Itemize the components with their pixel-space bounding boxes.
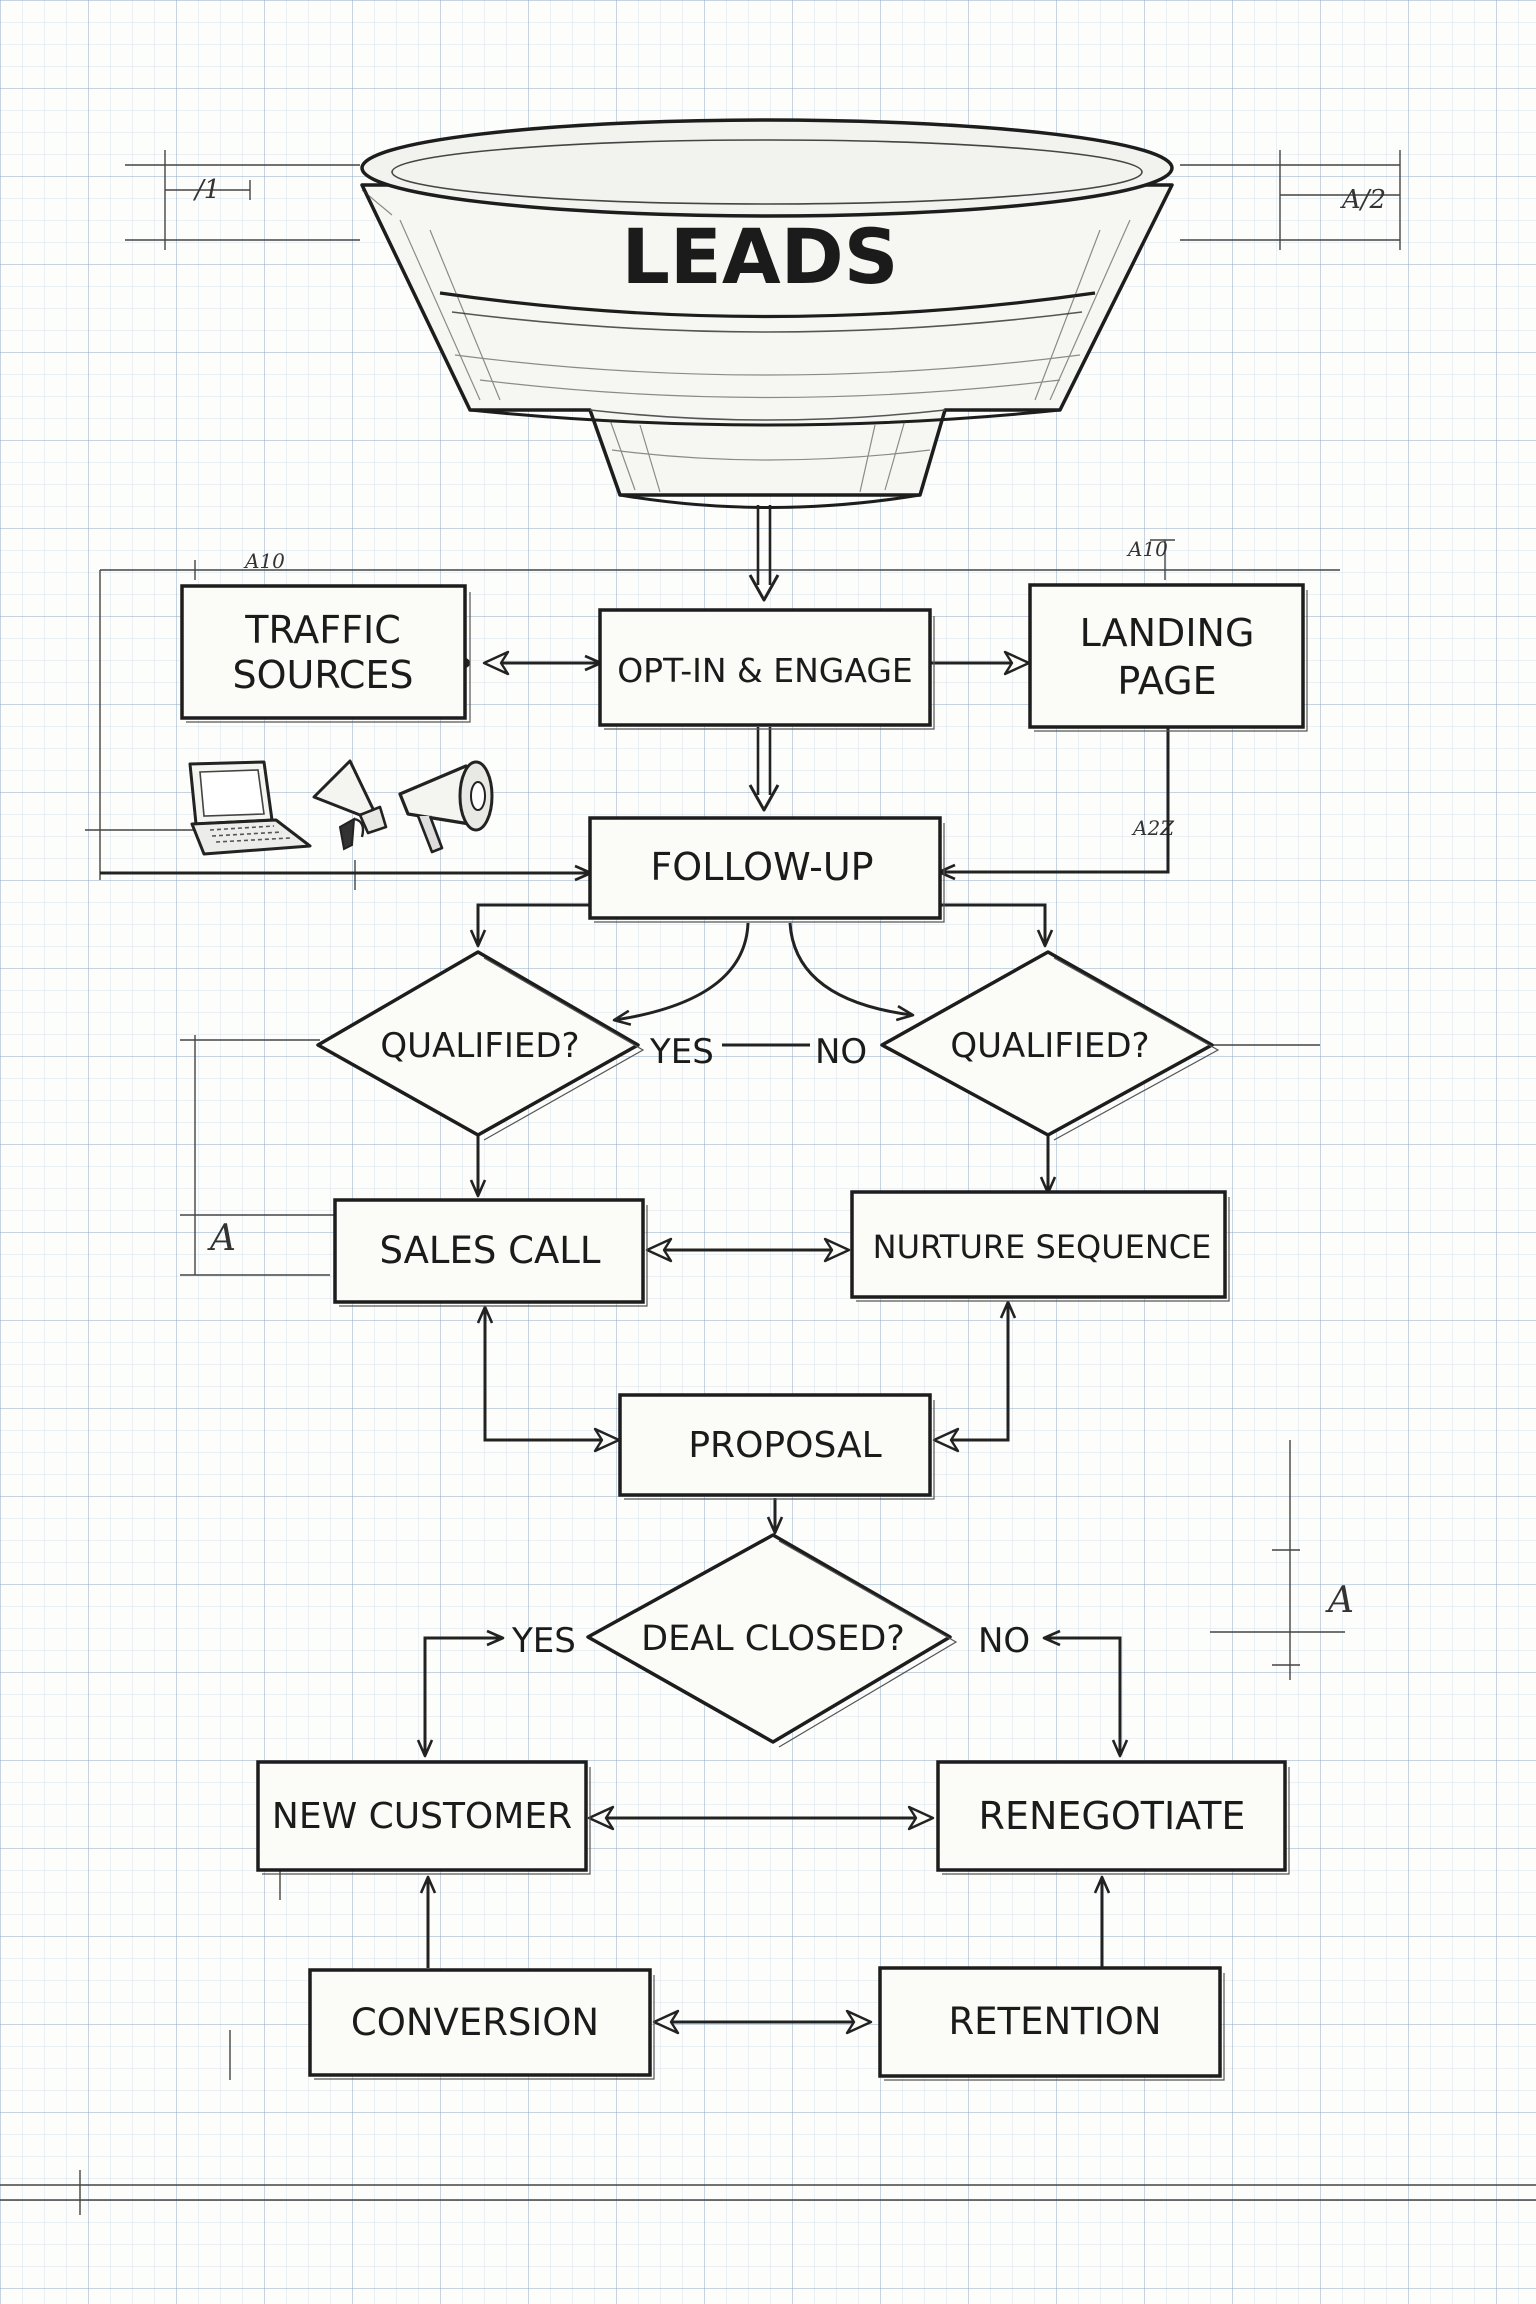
- dim-label-top-right: A/2: [1340, 185, 1386, 215]
- node-qualified-left: QUALIFIED?: [316, 950, 645, 1141]
- edge-label-yes-qualified: YES: [649, 1032, 714, 1072]
- dim-label-a10-right: A10: [1126, 537, 1168, 561]
- node-landing-page: LANDING PAGE: [1028, 583, 1308, 732]
- node-deal-closed: DEAL CLOSED?: [586, 1533, 958, 1748]
- qualified-left-label: QUALIFIED?: [380, 1026, 579, 1066]
- node-retention: RETENTION: [878, 1966, 1225, 2081]
- node-conversion: CONVERSION: [308, 1968, 655, 2080]
- megaphone-small-icon: [312, 759, 388, 851]
- dim-label-a10-left: A10: [243, 549, 285, 573]
- node-renegotiate: RENEGOTIATE: [936, 1760, 1290, 1875]
- node-traffic-sources: TRAFFIC SOURCES: [180, 584, 471, 723]
- qualified-right-label: QUALIFIED?: [950, 1026, 1149, 1066]
- conversion-label: CONVERSION: [351, 2001, 599, 2044]
- retention-label: RETENTION: [948, 2000, 1161, 2043]
- node-proposal: PROPOSAL: [618, 1393, 935, 1500]
- follow-up-label: FOLLOW-UP: [650, 845, 873, 889]
- sales-call-label: SALES CALL: [379, 1229, 600, 1272]
- funnel-title: LEADS: [622, 212, 899, 301]
- dim-label-a-right: A: [1325, 1580, 1354, 1621]
- node-sales-call: SALES CALL: [333, 1198, 648, 1307]
- dim-label-a-left: A: [207, 1218, 236, 1259]
- edge-label-no-qualified: NO: [815, 1032, 867, 1072]
- node-follow-up: FOLLOW-UP: [588, 816, 945, 923]
- renegotiate-label: RENEGOTIATE: [979, 1794, 1246, 1838]
- traffic-sources-label-1: TRAFFIC: [244, 608, 401, 652]
- opt-in-engage-label: OPT-IN & ENGAGE: [617, 651, 913, 690]
- landing-page-label-1: LANDING: [1080, 611, 1255, 655]
- proposal-label: PROPOSAL: [688, 1425, 881, 1466]
- node-qualified-right: QUALIFIED?: [880, 950, 1220, 1141]
- leads-funnel: LEADS: [360, 118, 1174, 509]
- laptop-icon: [188, 760, 312, 856]
- nurture-sequence-label: NURTURE SEQUENCE: [873, 1228, 1212, 1266]
- node-new-customer: NEW CUSTOMER: [256, 1760, 591, 1875]
- node-opt-in-engage: OPT-IN & ENGAGE: [598, 608, 935, 730]
- traffic-sources-label-2: SOURCES: [232, 653, 413, 697]
- dim-label-top-left: /1: [192, 175, 220, 205]
- edge-label-yes-deal: YES: [511, 1621, 576, 1661]
- landing-page-label-2: PAGE: [1117, 659, 1216, 703]
- new-customer-label: NEW CUSTOMER: [272, 1796, 572, 1837]
- deal-closed-label: DEAL CLOSED?: [641, 1619, 905, 1659]
- node-nurture-sequence: NURTURE SEQUENCE: [850, 1190, 1230, 1302]
- edge-label-no-deal: NO: [978, 1621, 1030, 1661]
- megaphone-icon: [398, 760, 494, 854]
- edges: [100, 505, 1170, 2035]
